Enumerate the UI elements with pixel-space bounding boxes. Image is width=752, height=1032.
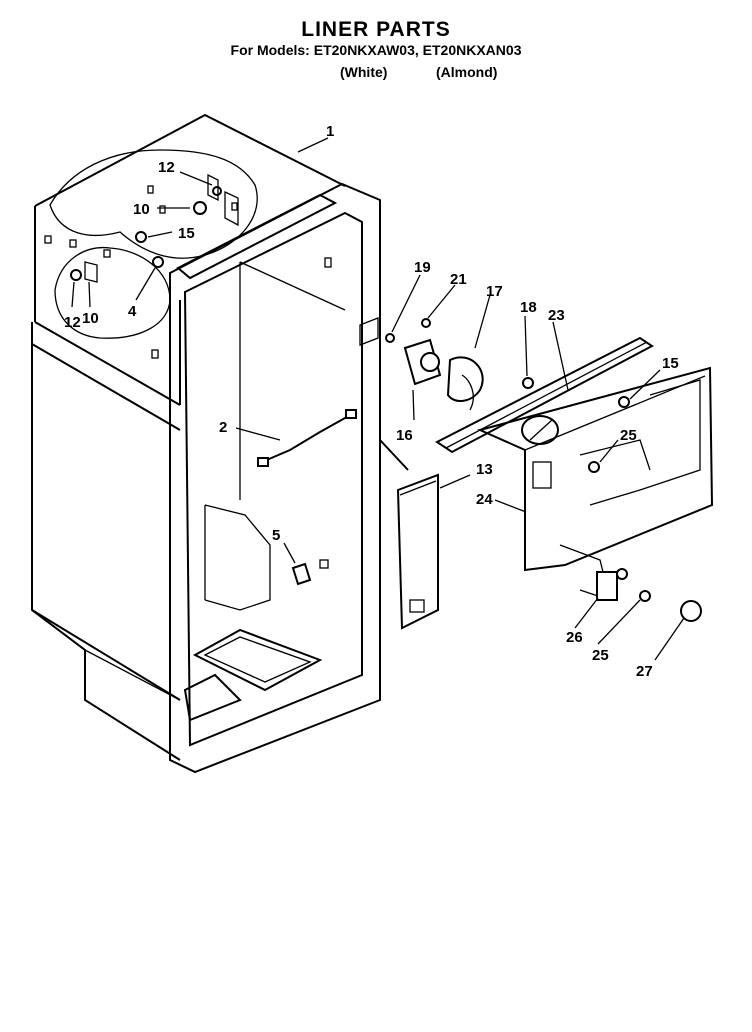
variant-white-label: (White) — [340, 64, 388, 80]
part-10-left — [84, 261, 98, 283]
callout-4: 4 — [128, 303, 137, 320]
part-25-screw-upper — [588, 461, 600, 473]
callout-25-upper: 25 — [620, 427, 637, 444]
callout-13: 13 — [476, 461, 493, 478]
callout-27: 27 — [636, 663, 653, 680]
evaporator-cover — [435, 336, 714, 622]
leader-lines — [71, 137, 685, 661]
fan-motor-assembly — [385, 318, 534, 411]
callout-labels: 1 12 10 15 4 12 10 2 5 19 21 17 18 23 15… — [64, 123, 679, 680]
callout-15-right: 15 — [662, 355, 679, 372]
part-18-screw — [522, 377, 534, 389]
liner-cabinet — [31, 113, 409, 774]
detail-bubble-top — [49, 149, 258, 259]
callout-24: 24 — [476, 491, 493, 508]
part-15-screw-right — [618, 396, 630, 408]
part-5 — [291, 562, 312, 586]
part-10-top — [193, 201, 207, 215]
part-2-harness — [261, 413, 356, 463]
callout-5: 5 — [272, 527, 280, 544]
part-26-plate — [596, 571, 618, 601]
part-12-left — [70, 269, 82, 281]
callout-12-left: 12 — [64, 314, 81, 331]
diagram-header: LINER PARTS For Models: ET20NKXAW03, ET2… — [0, 18, 752, 59]
part-27-knob — [680, 600, 702, 622]
callout-17: 17 — [486, 283, 503, 300]
callout-19: 19 — [414, 259, 431, 276]
model-numbers: For Models: ET20NKXAW03, ET20NKXAN03 — [230, 42, 522, 58]
callout-18: 18 — [520, 299, 537, 316]
callout-16: 16 — [396, 427, 413, 444]
callout-26: 26 — [566, 629, 583, 646]
callout-10-top: 10 — [133, 201, 150, 218]
part-19-nut — [385, 333, 395, 343]
detail-bubble-left — [54, 246, 171, 339]
part-13-bracket — [396, 473, 439, 630]
callout-21: 21 — [450, 271, 467, 288]
part-15-left — [135, 231, 147, 243]
part-25-screw-lower — [616, 568, 628, 580]
callout-15-left: 15 — [178, 225, 195, 242]
callout-10-left: 10 — [82, 310, 99, 327]
callout-25-lower: 25 — [592, 647, 609, 664]
callout-12-top: 12 — [158, 159, 175, 176]
callout-23: 23 — [548, 307, 565, 324]
callout-2: 2 — [219, 419, 227, 436]
part-21-screw — [421, 318, 431, 328]
variant-almond-label: (Almond) — [436, 64, 498, 80]
part-12-top — [212, 186, 222, 196]
part-4 — [152, 256, 164, 268]
diagram-title: LINER PARTS — [301, 18, 451, 41]
part-17-fan-blade — [446, 356, 484, 402]
callout-1: 1 — [326, 123, 334, 140]
